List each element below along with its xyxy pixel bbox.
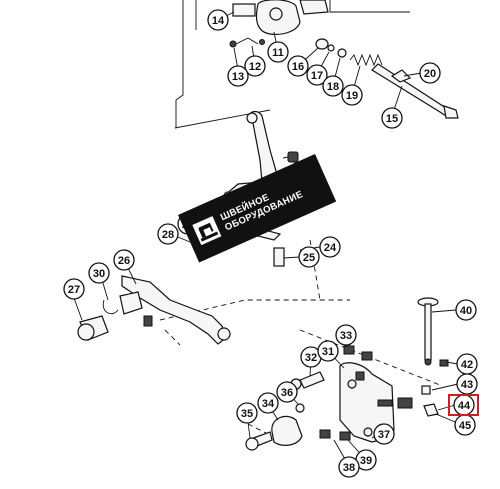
sewing-machine-icon xyxy=(192,216,222,246)
callout-16: 16 xyxy=(287,55,309,77)
callout-30: 30 xyxy=(88,262,110,284)
svg-text:45: 45 xyxy=(459,420,471,432)
svg-text:15: 15 xyxy=(386,113,398,125)
svg-text:40: 40 xyxy=(460,305,472,317)
highlight-box xyxy=(448,394,479,416)
svg-text:12: 12 xyxy=(249,61,261,73)
spring xyxy=(349,53,383,67)
callout-26: 26 xyxy=(113,249,135,271)
callout-15: 15 xyxy=(381,107,403,129)
washer-set xyxy=(315,38,347,58)
svg-text:38: 38 xyxy=(343,462,355,474)
svg-text:26: 26 xyxy=(118,255,130,267)
svg-text:44: 44 xyxy=(458,400,471,412)
callout-25: 25 xyxy=(298,246,320,268)
callout-18: 18 xyxy=(322,75,344,97)
callout-35: 35 xyxy=(236,402,258,424)
svg-text:20: 20 xyxy=(424,68,436,80)
svg-text:17: 17 xyxy=(311,70,323,82)
callout-37: 37 xyxy=(373,423,395,445)
svg-text:11: 11 xyxy=(272,47,284,59)
svg-text:36: 36 xyxy=(281,387,293,399)
callout-36: 36 xyxy=(276,381,298,403)
svg-text:14: 14 xyxy=(212,15,225,27)
callout-28: 28 xyxy=(157,223,179,245)
callout-43: 43 xyxy=(456,373,478,395)
callout-42: 42 xyxy=(456,353,478,375)
callout-44: 44 xyxy=(453,394,475,416)
svg-text:18: 18 xyxy=(327,81,339,93)
callout-11: 11 xyxy=(267,41,289,63)
callout-19: 19 xyxy=(341,84,363,106)
knob xyxy=(77,315,109,341)
callout-40: 40 xyxy=(455,299,477,321)
svg-text:30: 30 xyxy=(93,268,105,280)
svg-text:33: 33 xyxy=(340,330,352,342)
svg-text:35: 35 xyxy=(241,408,253,420)
svg-text:16: 16 xyxy=(292,61,304,73)
nut-set xyxy=(343,345,449,417)
svg-text:24: 24 xyxy=(324,242,337,254)
base-plate xyxy=(339,362,395,443)
callout-27: 27 xyxy=(63,278,85,300)
callouts: 14 11 12 13 16 17 18 19 20 15 22 21 29 2… xyxy=(63,9,478,478)
watermark-banner: ШВЕЙНОЕ ОБОРУДОВАНИЕ xyxy=(178,153,337,263)
svg-text:28: 28 xyxy=(162,229,174,241)
callout-34: 34 xyxy=(257,392,279,414)
svg-text:31: 31 xyxy=(322,346,334,358)
callout-17: 17 xyxy=(306,64,328,86)
callout-24: 24 xyxy=(319,236,341,258)
svg-text:19: 19 xyxy=(346,90,358,102)
callout-38: 38 xyxy=(338,456,360,478)
lower-lever xyxy=(121,275,231,345)
cam-assembly xyxy=(232,0,329,35)
svg-text:34: 34 xyxy=(262,398,275,410)
svg-text:27: 27 xyxy=(68,284,80,296)
svg-text:37: 37 xyxy=(378,429,390,441)
callout-45: 45 xyxy=(454,414,476,436)
callout-31: 31 xyxy=(317,340,339,362)
callout-33: 33 xyxy=(335,324,357,346)
callout-32: 32 xyxy=(300,346,322,368)
screw-set-small xyxy=(229,37,265,48)
callout-39: 39 xyxy=(355,449,377,471)
svg-text:43: 43 xyxy=(461,379,473,391)
svg-text:13: 13 xyxy=(232,71,244,83)
shaft xyxy=(371,63,459,119)
svg-text:42: 42 xyxy=(461,359,473,371)
callout-13: 13 xyxy=(227,65,249,87)
screw-22 xyxy=(282,151,299,163)
callout-14: 14 xyxy=(207,9,229,31)
svg-text:39: 39 xyxy=(360,455,372,467)
collar-spring xyxy=(102,291,153,327)
vertical-pin xyxy=(417,297,439,366)
svg-text:25: 25 xyxy=(303,252,315,264)
callout-12: 12 xyxy=(244,55,266,77)
callout-20: 20 xyxy=(419,62,441,84)
svg-text:32: 32 xyxy=(305,352,317,364)
screw-set-bottom xyxy=(245,371,351,451)
